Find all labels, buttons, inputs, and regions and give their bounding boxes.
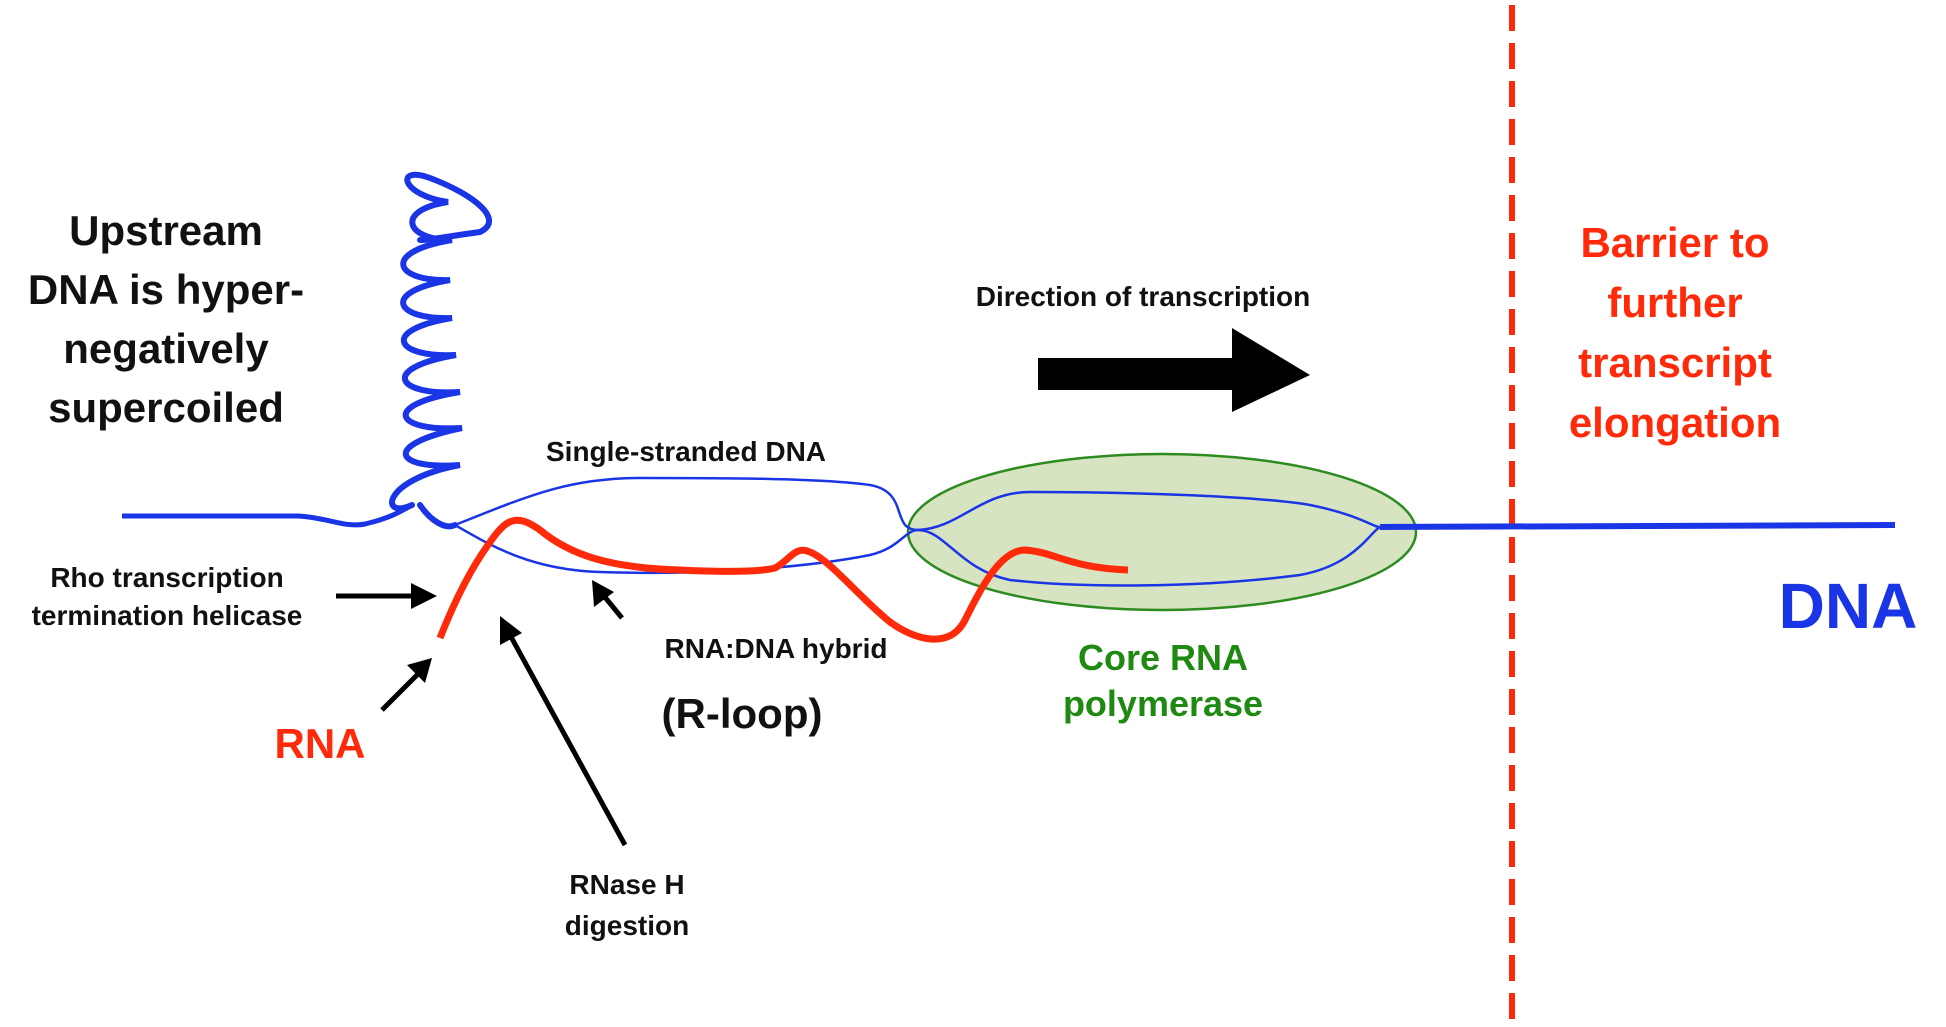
barrier-label: Barrier to further transcript elongation — [1569, 219, 1781, 446]
svg-text:Upstream: Upstream — [69, 207, 263, 254]
svg-text:termination helicase: termination helicase — [32, 600, 303, 631]
rnase-h-pointer-line — [507, 633, 628, 847]
rnase-h-pointer-head — [500, 616, 522, 645]
core-rna-polymerase-label: Core RNA polymerase — [1063, 637, 1263, 724]
svg-text:Barrier to: Barrier to — [1580, 219, 1769, 266]
svg-text:elongation: elongation — [1569, 399, 1781, 446]
svg-text:DNA is hyper-: DNA is hyper- — [28, 266, 304, 313]
upstream-label: Upstream DNA is hyper- negatively superc… — [28, 207, 304, 431]
svg-text:transcript: transcript — [1578, 339, 1772, 386]
svg-text:polymerase: polymerase — [1063, 683, 1263, 724]
rna-pointer-head — [407, 658, 432, 683]
direction-arrow — [1038, 328, 1310, 412]
dna-label: DNA — [1779, 570, 1918, 642]
rna-strand — [436, 516, 1129, 643]
svg-text:further: further — [1607, 279, 1742, 326]
rna-pointer-line — [380, 670, 422, 712]
rna-label: RNA — [275, 720, 366, 767]
template-dna-strand — [454, 523, 1381, 587]
rnase-h-label: RNase H digestion — [565, 869, 689, 941]
rho-pointer-head — [411, 583, 437, 609]
svg-text:digestion: digestion — [565, 910, 689, 941]
svg-text:RNase H: RNase H — [569, 869, 684, 900]
direction-label: Direction of transcription — [976, 281, 1310, 312]
hybrid-pointer-head — [592, 580, 614, 607]
r-loop-label: (R-loop) — [662, 690, 823, 737]
svg-text:Core RNA: Core RNA — [1078, 637, 1248, 678]
supercoiled-dna — [389, 171, 492, 530]
svg-text:negatively: negatively — [63, 325, 269, 372]
rna-dna-hybrid-label: RNA:DNA hybrid — [665, 633, 888, 664]
dna-duplex-left — [122, 502, 414, 528]
hybrid-pointer-line — [602, 594, 624, 620]
svg-text:supercoiled: supercoiled — [48, 384, 284, 431]
rho-label: Rho transcription termination helicase — [32, 562, 303, 631]
dna-duplex-right — [1379, 522, 1896, 530]
svg-text:Rho transcription: Rho transcription — [50, 562, 283, 593]
single-stranded-dna-label: Single-stranded DNA — [546, 436, 826, 467]
